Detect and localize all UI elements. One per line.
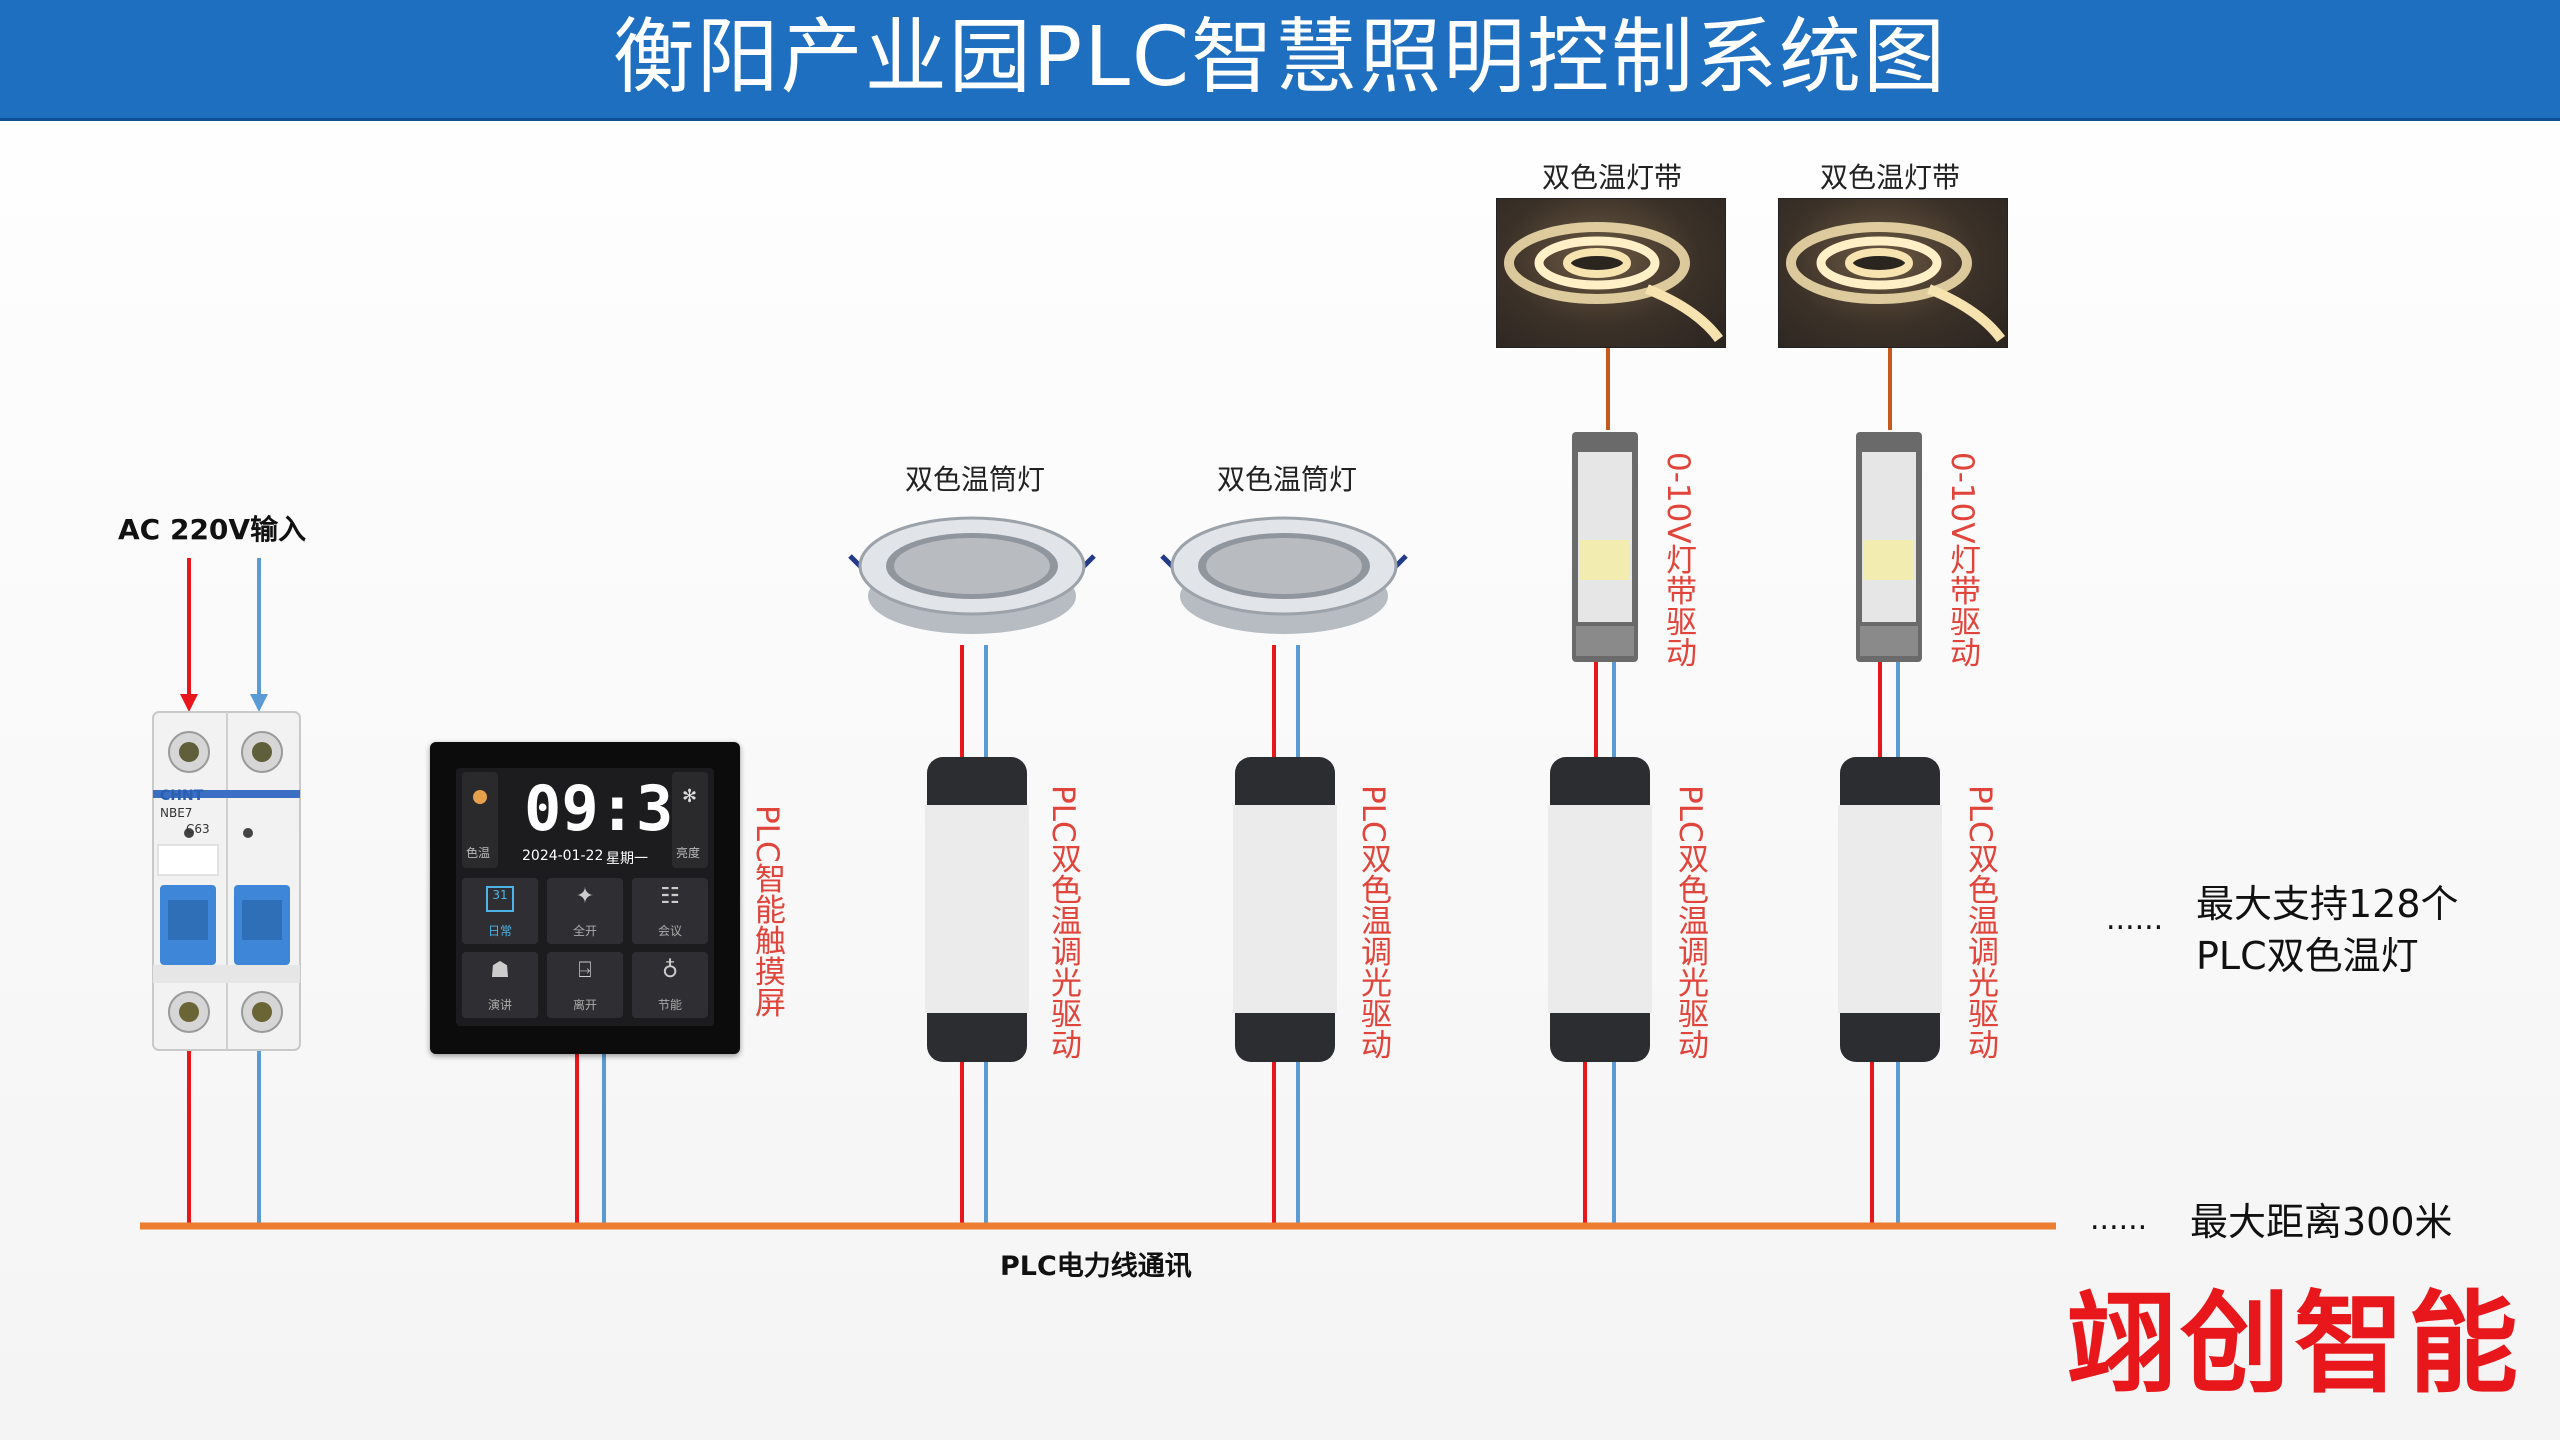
downlight-2-label: 双色温筒灯 [1217,463,1358,496]
touch-screen[interactable]: 09:36 2024-01-22 星期一 色温 ✻ 亮度 31 日常 ✦ 全开 … [456,768,714,1026]
strip-2-image [1778,198,2008,348]
color-temp-control[interactable]: 色温 [462,772,498,868]
title-bar: 衡阳产业园PLC智慧照明控制系统图 [0,0,2560,121]
input-label: AC 220V输入 [118,513,307,546]
breaker-model: NBE7 [160,806,193,820]
calendar-icon: 31 [486,886,514,912]
scene-label: 演讲 [487,998,512,1012]
brightness-control[interactable]: ✻ 亮度 [672,772,708,868]
color-temp-icon [473,790,487,804]
scene-label: 节能 [657,998,682,1012]
presenter-icon: ☗ [490,958,510,983]
breaker-rating: C63 [186,822,210,836]
touch-panel-label: PLC智能触摸屏 [749,805,785,1018]
clock-date: 2024-01-22 [522,848,604,864]
plc-driver-4-image [1838,757,1942,1062]
driver-4-label: PLC双色温调光驱动 [1962,785,1998,1060]
strip-driver-1-label: 0-10V灯带驱动 [1660,452,1696,668]
downlight-1-image [848,516,1096,634]
scene-label: 会议 [657,924,682,938]
strip-driver-2-label: 0-10V灯带驱动 [1944,452,1980,668]
strip-driver-1-image [1572,432,1638,662]
brand-logo: 翊创智能 [2066,1280,2522,1408]
strip-1-label: 双色温灯带 [1542,161,1683,194]
driver-3-label: PLC双色温调光驱动 [1672,785,1708,1060]
breaker-brand: CHNT [160,788,204,804]
strip-driver-2-image [1856,432,1922,662]
circuit-breaker [152,711,301,1051]
color-temp-label: 色温 [466,846,491,860]
max-distance-note: 最大距离300米 [2190,1200,2453,1244]
bus-label: PLC电力线通讯 [1000,1251,1192,1282]
scene-button-all-on[interactable]: ✦ 全开 [547,878,623,944]
strip-2-label: 双色温灯带 [1820,161,1961,194]
scene-button-leave[interactable]: ⍈ 离开 [547,952,623,1018]
bulb-icon: ♁ [661,958,679,983]
page-title: 衡阳产业园PLC智慧照明控制系统图 [612,10,1948,105]
plc-driver-3-image [1548,757,1652,1062]
strip-1-image [1496,198,1726,348]
clock-weekday: 星期一 [606,851,648,867]
scene-label: 日常 [487,924,512,938]
input-neutral-arrow [250,694,268,712]
scene-button-meeting[interactable]: ☷ 会议 [632,878,708,944]
max-distance-dots: ...... [2090,1202,2148,1237]
downlight-2-image [1160,516,1408,634]
meeting-icon: ☷ [660,884,680,909]
max-lights-dots: ...... [2106,902,2164,937]
driver-2-label: PLC双色温调光驱动 [1355,785,1391,1060]
input-live-arrow [180,694,198,712]
touch-panel[interactable]: 09:36 2024-01-22 星期一 色温 ✻ 亮度 31 日常 ✦ 全开 … [430,742,740,1054]
plc-driver-1-image [925,757,1029,1062]
exit-icon: ⍈ [578,958,592,983]
driver-1-label: PLC双色温调光驱动 [1045,785,1081,1060]
scene-label: 全开 [572,924,597,938]
max-lights-line2: PLC双色温灯 [2196,934,2419,978]
brightness-icon: ✻ [682,786,698,807]
scene-button-speech[interactable]: ☗ 演讲 [462,952,538,1018]
scene-button-eco[interactable]: ♁ 节能 [632,952,708,1018]
downlight-1-label: 双色温筒灯 [905,463,1046,496]
plc-driver-2-image [1233,757,1337,1062]
scene-label: 离开 [572,998,597,1012]
scene-button-daily[interactable]: 31 日常 [462,878,538,944]
max-lights-line1: 最大支持128个 [2196,882,2459,926]
lamp-icon: ✦ [575,884,595,909]
brightness-label: 亮度 [676,846,701,860]
max-lights-note: 最大支持128个 PLC双色温灯 [2196,878,2459,982]
